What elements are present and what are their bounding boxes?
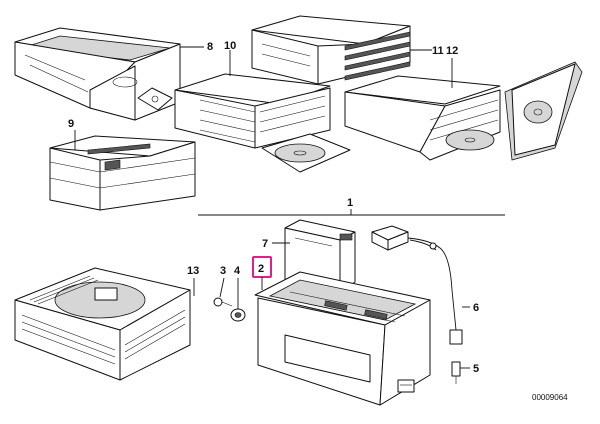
callout-2: 2 [258,263,264,275]
part-5-plug [451,361,461,384]
part-2-changer-unit [254,271,431,406]
part-4-grommet [230,308,246,322]
part-3-screw [213,297,233,307]
callout-13: 13 [187,265,199,277]
callout-8: 8 [207,41,213,53]
part-11-closed-magazine [251,15,411,85]
callout-3: 3 [220,265,226,277]
callout-5: 5 [473,363,479,375]
callout-7: 7 [262,238,268,250]
callout-9: 9 [68,118,74,130]
part-9-magazine-block [49,135,196,211]
part-6-cable [371,225,463,345]
callout-4: 4 [234,265,241,277]
callout-10: 10 [224,40,236,52]
part-10-open-magazine [174,73,351,173]
part-13-changer-housing [14,267,191,381]
callout-6: 6 [473,302,479,314]
reference-number: 00009064 [532,393,568,402]
part-8-storage-box [14,27,181,121]
callout-11: 11 [432,45,444,57]
callout-1: 1 [347,197,353,209]
callout-12: 12 [446,45,458,57]
part-12-magazine-with-lid [344,61,583,161]
